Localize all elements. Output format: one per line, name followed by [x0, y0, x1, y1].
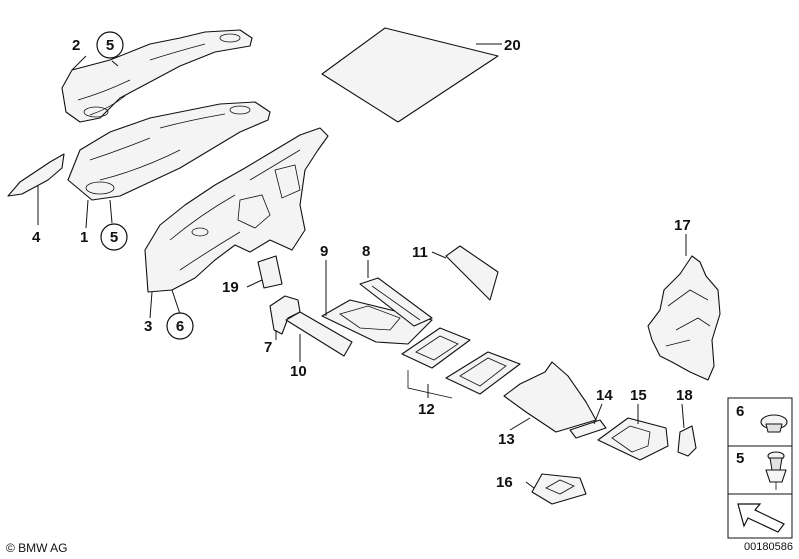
part-12-floor-pads[interactable] — [401, 327, 521, 399]
part-10-strip[interactable] — [285, 311, 353, 357]
part-1-middle-panel[interactable] — [67, 101, 271, 201]
part-17-side-insulation[interactable] — [647, 255, 721, 381]
part-3-firewall-insulation[interactable] — [144, 127, 329, 293]
part-4-strip[interactable] — [7, 153, 65, 197]
copyright-text: © BMW AG — [6, 541, 68, 555]
label-part-18: 18 — [676, 387, 693, 404]
document-id: 00180586 — [744, 541, 793, 553]
label-part-17: 17 — [674, 217, 691, 234]
part-19-pad[interactable] — [257, 255, 283, 289]
label-part-14: 14 — [596, 387, 613, 404]
label-part-2: 2 — [72, 37, 80, 54]
legend-label-6: 6 — [736, 403, 744, 420]
label-part-5-top: 5 — [106, 37, 114, 54]
arrow-icon — [737, 503, 785, 533]
legend-box-5[interactable] — [727, 445, 793, 495]
part-8-strip[interactable] — [359, 277, 433, 327]
label-part-1: 1 — [80, 229, 88, 246]
leader-lines — [37, 43, 687, 489]
part-13-curved-pad[interactable] — [503, 361, 597, 433]
part-14-strip[interactable] — [569, 419, 607, 439]
label-part-4: 4 — [32, 229, 41, 246]
part-15-pad[interactable] — [597, 417, 669, 461]
label-part-6: 6 — [176, 318, 184, 335]
part-18-pad[interactable] — [677, 425, 697, 457]
label-part-12: 12 — [418, 401, 435, 418]
label-part-9: 9 — [320, 243, 328, 260]
callout-circle-5-mid — [100, 223, 128, 251]
legend-box-arrow[interactable] — [727, 493, 793, 539]
label-part-10: 10 — [290, 363, 307, 380]
label-part-11: 11 — [412, 244, 428, 261]
label-part-15: 15 — [630, 387, 647, 404]
part-11-pad[interactable] — [445, 245, 499, 301]
label-part-5-mid: 5 — [110, 229, 118, 246]
legend-label-5: 5 — [736, 450, 744, 467]
callout-circle-5-top — [96, 31, 124, 59]
part-9-tunnel-pad[interactable] — [321, 299, 433, 345]
part-20-flat-mat[interactable] — [321, 27, 499, 123]
label-part-3: 3 — [144, 318, 152, 335]
label-part-19: 19 — [222, 279, 239, 296]
part-2-upper-panel[interactable] — [61, 29, 253, 123]
label-part-8: 8 — [362, 243, 370, 260]
label-part-16: 16 — [496, 474, 513, 491]
label-part-13: 13 — [498, 431, 515, 448]
label-part-7: 7 — [264, 339, 272, 356]
callout-circle-6 — [166, 312, 194, 340]
label-part-20: 20 — [504, 37, 521, 54]
part-16-pad[interactable] — [531, 473, 587, 505]
